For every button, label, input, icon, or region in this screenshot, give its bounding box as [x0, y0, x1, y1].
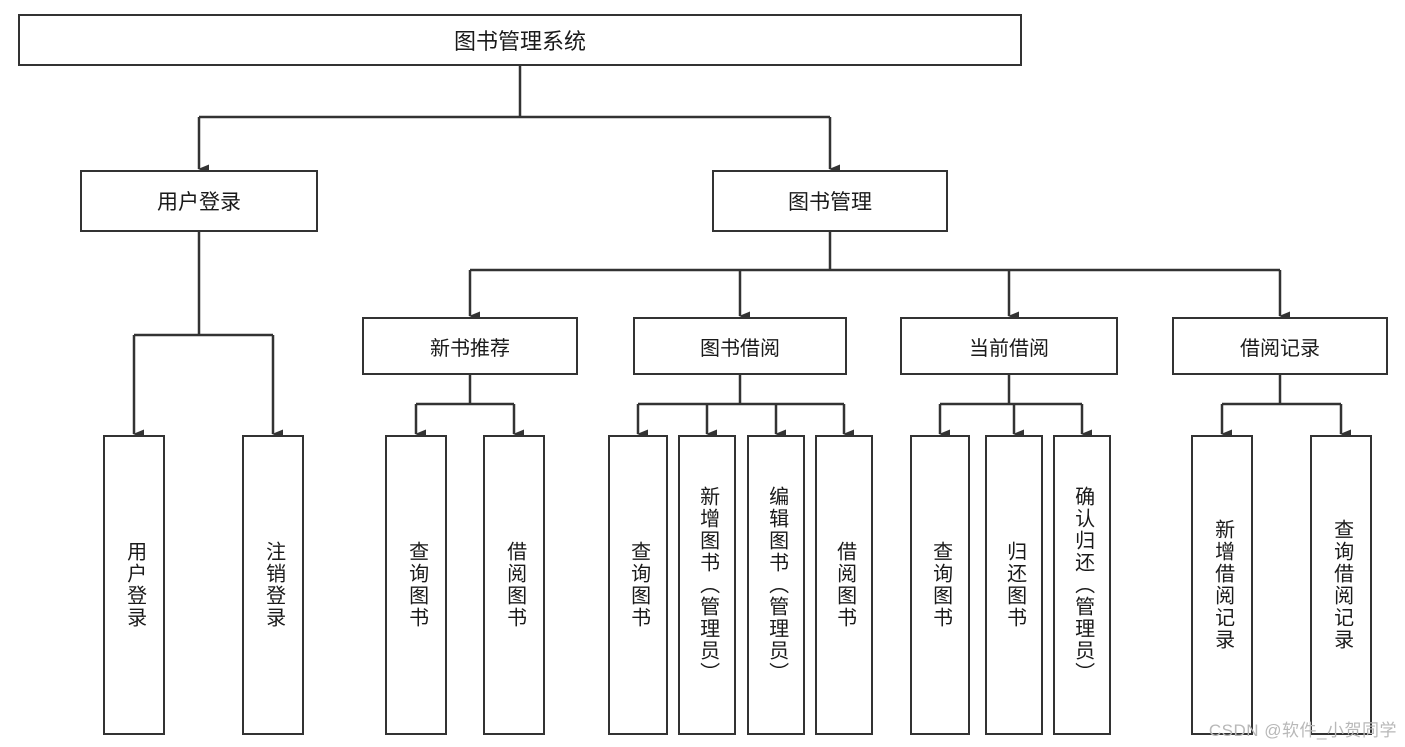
- leaf-node-11[interactable]: 新增借阅记录: [1191, 435, 1253, 735]
- node-label: 用户登录: [123, 541, 146, 629]
- node-label: 查询图书: [929, 541, 952, 629]
- root-node-book-management-system[interactable]: 图书管理系统: [18, 14, 1022, 66]
- leaf-node-0[interactable]: 用户登录: [103, 435, 165, 735]
- leaf-node-2[interactable]: 查询图书: [385, 435, 447, 735]
- leaf-node-9[interactable]: 归还图书: [985, 435, 1043, 735]
- node-label: 查询图书: [627, 541, 650, 629]
- leaf-node-3[interactable]: 借阅图书: [483, 435, 545, 735]
- leaf-node-5[interactable]: 新增图书（管理员）: [678, 435, 736, 735]
- leaf-node-1[interactable]: 注销登录: [242, 435, 304, 735]
- level2-node-1[interactable]: 图书借阅: [633, 317, 847, 375]
- level2-node-3[interactable]: 借阅记录: [1172, 317, 1388, 375]
- node-label: 借阅记录: [1240, 337, 1320, 360]
- leaf-node-7[interactable]: 借阅图书: [815, 435, 873, 735]
- leaf-node-12[interactable]: 查询借阅记录: [1310, 435, 1372, 735]
- node-label: 归还图书: [1003, 541, 1026, 629]
- node-label: 新增借阅记录: [1211, 519, 1234, 651]
- node-label: 用户登录: [157, 191, 241, 214]
- leaf-node-4[interactable]: 查询图书: [608, 435, 668, 735]
- watermark-text: CSDN @软件_小贺同学: [1208, 721, 1397, 740]
- leaf-node-10[interactable]: 确认归还（管理员）: [1053, 435, 1111, 735]
- node-label: 图书管理: [788, 191, 872, 214]
- level1-node-0[interactable]: 用户登录: [80, 170, 318, 232]
- level2-node-2[interactable]: 当前借阅: [900, 317, 1118, 375]
- level1-node-1[interactable]: 图书管理: [712, 170, 948, 232]
- node-label: 图书管理系统: [453, 29, 586, 54]
- node-label: 新增图书（管理员）: [696, 486, 719, 684]
- node-label: 查询借阅记录: [1330, 519, 1353, 651]
- node-label: 图书借阅: [700, 337, 780, 360]
- node-label: 借阅图书: [833, 541, 856, 629]
- node-label: 确认归还（管理员）: [1071, 486, 1094, 684]
- node-label: 借阅图书: [503, 541, 526, 629]
- leaf-node-6[interactable]: 编辑图书（管理员）: [747, 435, 805, 735]
- node-label: 新书推荐: [430, 337, 510, 360]
- node-label: 当前借阅: [969, 337, 1049, 360]
- node-label: 查询图书: [405, 541, 428, 629]
- node-label: 编辑图书（管理员）: [765, 486, 788, 684]
- node-label: 注销登录: [262, 541, 285, 629]
- leaf-node-8[interactable]: 查询图书: [910, 435, 970, 735]
- level2-node-0[interactable]: 新书推荐: [362, 317, 578, 375]
